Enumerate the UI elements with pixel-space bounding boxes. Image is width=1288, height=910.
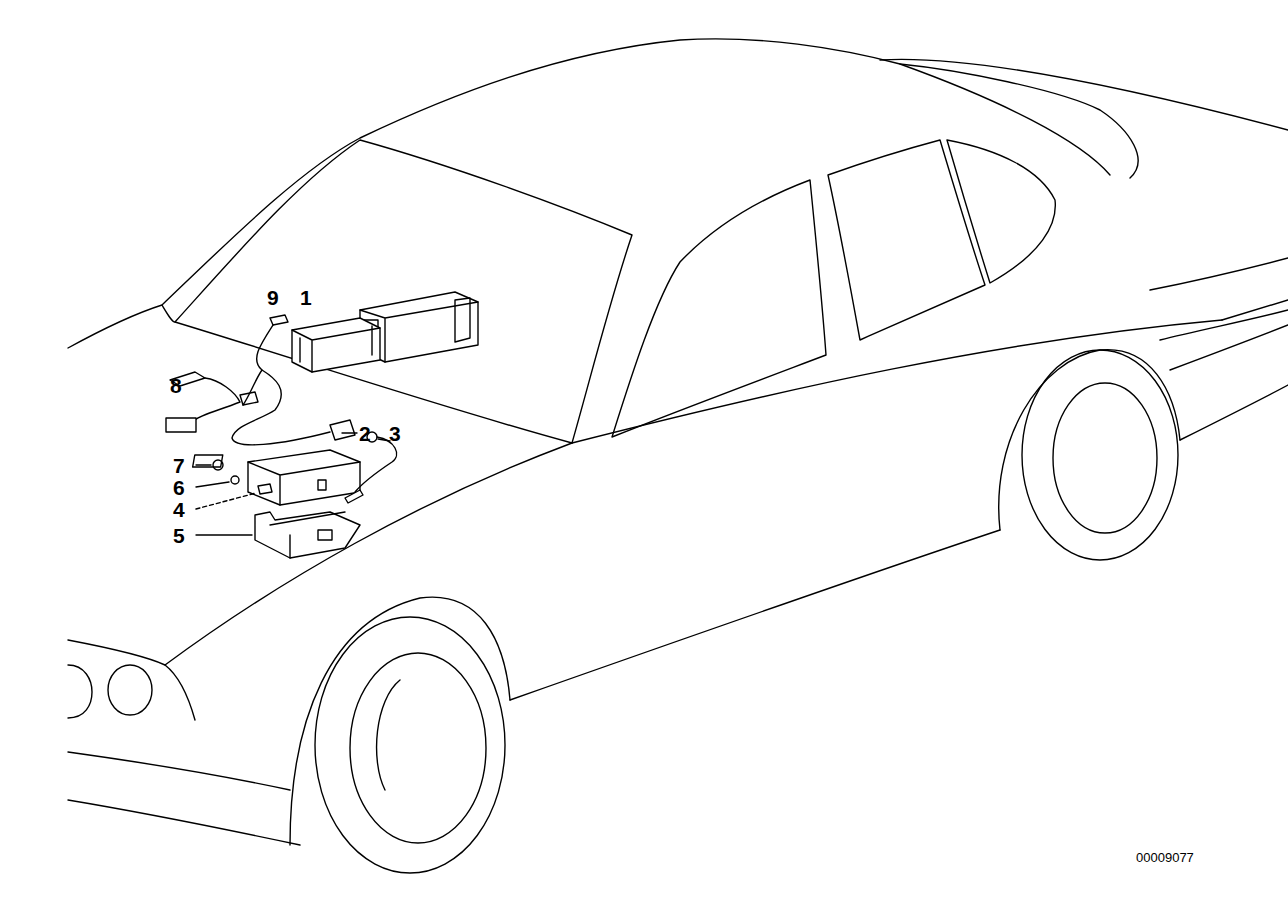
- drawing-number: 00009077: [1136, 851, 1194, 864]
- callout-number: 4: [173, 499, 185, 520]
- callout-number: 3: [389, 423, 401, 444]
- callout-number: 1: [300, 287, 312, 308]
- callout-number: 9: [267, 287, 279, 308]
- callout-number: 2: [359, 423, 371, 444]
- callout-number: 6: [173, 477, 185, 498]
- callout-number: 8: [170, 375, 182, 396]
- callout-number: 5: [173, 525, 185, 546]
- callout-number: 7: [173, 455, 185, 476]
